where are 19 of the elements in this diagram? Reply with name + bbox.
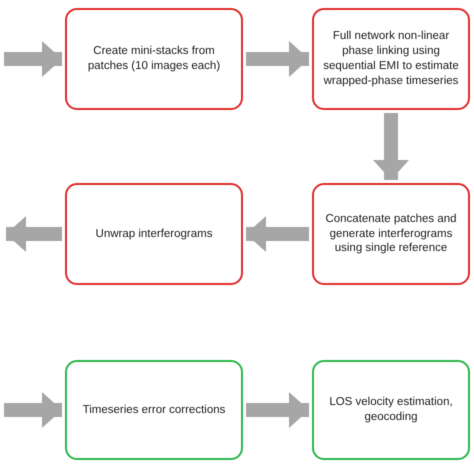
block-arrow (246, 41, 309, 77)
block-arrow (4, 41, 62, 77)
process-box (312, 183, 470, 285)
block-arrow (246, 216, 309, 252)
box-text: LOS velocity estimation, geocoding (328, 395, 454, 425)
block-arrow (246, 392, 309, 428)
process-box (65, 360, 243, 460)
box-text: Full network non-linear phase linking using sequential EMI to estimate wrapped-phase timeseries (322, 29, 460, 89)
box-text: Concatenate patches and generate interferograms using single reference (324, 212, 458, 256)
block-arrow (6, 216, 62, 252)
process-box (312, 360, 470, 460)
box-text: Unwrap interferograms (96, 226, 212, 242)
box-text: Create mini-stacks from patches (10 images each) (86, 44, 222, 74)
block-arrow (4, 392, 62, 428)
process-box (65, 8, 243, 110)
process-box (312, 8, 470, 110)
process-box (65, 183, 243, 285)
box-text: Timeseries error corrections (82, 402, 226, 418)
block-arrow (373, 113, 409, 180)
